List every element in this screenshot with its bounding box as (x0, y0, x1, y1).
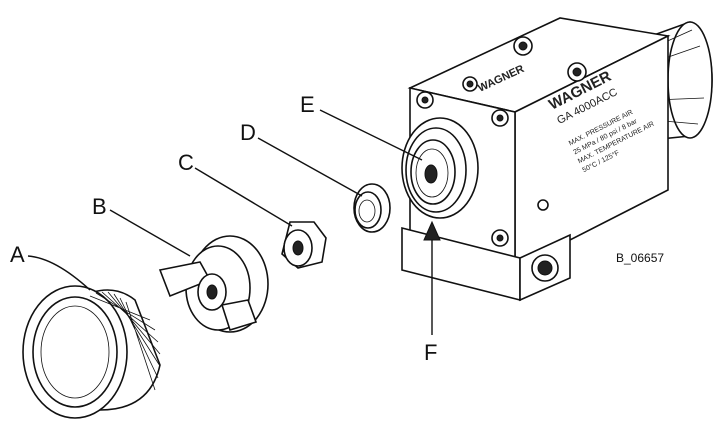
leader-line-a (27, 255, 91, 291)
part-a-air-cap-ring (22, 285, 161, 419)
reference-code: B_06657 (616, 251, 664, 265)
callout-e: E (300, 92, 315, 117)
leader-line-e (319, 109, 423, 161)
callout-f: F (424, 340, 437, 365)
callout-d: D (240, 120, 256, 145)
leader-line-b (109, 209, 191, 257)
spray-gun-body: WAGNER WAGNER GA 4000ACC MAX. PRESSURE A… (401, 17, 713, 302)
callout-a: A (10, 242, 25, 267)
part-b-air-cap (158, 235, 269, 333)
callout-b: B (92, 194, 107, 219)
callout-c: C (178, 150, 194, 175)
leader-line-c (194, 167, 293, 227)
part-d-seal-ring (353, 183, 391, 233)
arrow-f (423, 220, 441, 335)
part-c-nut (281, 221, 327, 269)
leader-line-d (257, 137, 363, 197)
